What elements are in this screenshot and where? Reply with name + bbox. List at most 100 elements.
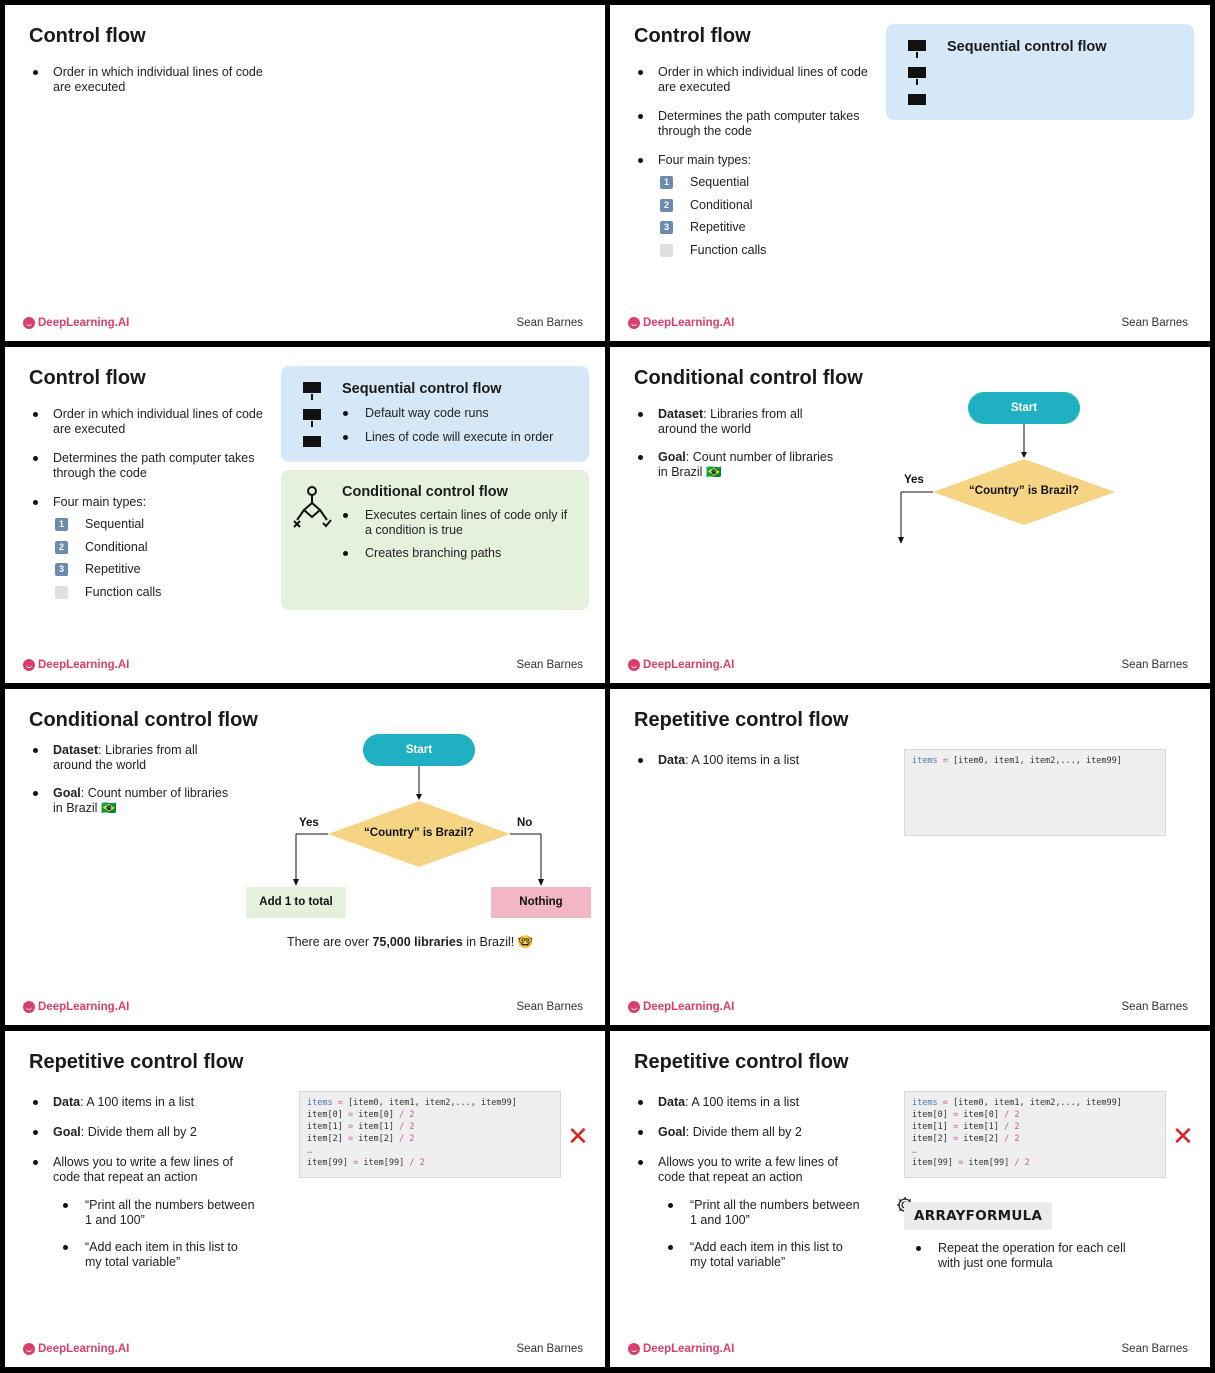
number-1-icon: 1: [660, 176, 673, 189]
slide-3: Control flow Order in which individual l…: [5, 347, 605, 683]
sequential-panel: Sequential control flow: [886, 24, 1194, 120]
slide-title: Repetitive control flow: [634, 709, 849, 731]
logo-icon: [628, 659, 640, 671]
brazil-flag-icon: 🇧🇷: [705, 465, 722, 479]
bullet-path: Determines the path computer takes throu…: [29, 451, 269, 481]
brand-logo: DeepLearning.AI: [628, 1001, 734, 1013]
number-2-icon: 2: [660, 199, 673, 212]
decision-label: “Country” is Brazil?: [969, 485, 1079, 497]
sub-add-items: “Add each item in this list to my total …: [55, 1240, 255, 1270]
add-to-total-box: Add 1 to total: [246, 887, 346, 918]
x-mark-icon: ✕: [567, 1121, 589, 1151]
decision-label: “Country” is Brazil?: [364, 827, 474, 839]
slide-5: Conditional control flow Dataset: Librar…: [5, 689, 605, 1025]
bullet-dataset: Dataset: Libraries from all around the w…: [29, 743, 229, 773]
seq-point-1: Default way code runs: [335, 406, 585, 421]
bullet-order: Order in which individual lines of code …: [29, 65, 269, 95]
bullet-path: Determines the path computer takes throu…: [634, 109, 874, 139]
brand-logo: DeepLearning.AI: [23, 317, 129, 329]
yes-label: Yes: [904, 474, 924, 486]
sub-add-items: “Add each item in this list to my total …: [660, 1240, 860, 1270]
yes-label: Yes: [299, 817, 319, 829]
author: Sean Barnes: [516, 1343, 584, 1355]
brand-logo: DeepLearning.AI: [23, 1001, 129, 1013]
slide-title: Conditional control flow: [634, 367, 863, 389]
bullet-types: Four main types:: [29, 495, 269, 510]
bullet-goal: Goal: Divide them all by 2: [29, 1125, 249, 1140]
number-3-icon: 3: [55, 563, 68, 576]
panel-title: Sequential control flow: [342, 381, 502, 397]
slide-4: Conditional control flow Dataset: Librar…: [610, 347, 1210, 683]
blank-box-icon: [660, 244, 673, 257]
author: Sean Barnes: [1121, 659, 1189, 671]
slide-2: Control flow Order in which individual l…: [610, 5, 1210, 341]
slide-title: Control flow: [29, 367, 146, 389]
branch-icon: [293, 486, 332, 528]
slide-8: Repetitive control flow Data: A 100 item…: [610, 1031, 1210, 1367]
bullet-goal: Goal: Count number of libraries in Brazi…: [634, 450, 834, 480]
bullet-repeat: Allows you to write a few lines of code …: [29, 1155, 254, 1185]
bullet-goal: Goal: Divide them all by 2: [634, 1125, 854, 1140]
bullet-data: Data: A 100 items in a list: [29, 1095, 249, 1110]
brand-logo: DeepLearning.AI: [628, 317, 734, 329]
number-3-icon: 3: [660, 221, 673, 234]
author: Sean Barnes: [1121, 317, 1189, 329]
cond-point-2: Creates branching paths: [335, 546, 575, 561]
sequential-panel: Sequential control flow Default way code…: [281, 366, 589, 462]
slide-7: Repetitive control flow Data: A 100 item…: [5, 1031, 605, 1367]
code-block: items = [item0, item1, item2,..., item99…: [299, 1091, 561, 1178]
slide-title: Control flow: [634, 25, 751, 47]
number-1-icon: 1: [55, 518, 68, 531]
type-function-calls: Function calls: [660, 243, 766, 258]
logo-icon: [628, 1343, 640, 1355]
slide-title: Repetitive control flow: [29, 1051, 244, 1073]
flowchart-lines: [898, 424, 1115, 544]
logo-icon: [628, 1001, 640, 1013]
result-text: There are over 75,000 libraries in Brazi…: [287, 935, 534, 949]
brand-logo: DeepLearning.AI: [628, 659, 734, 671]
brand-logo: DeepLearning.AI: [23, 1343, 129, 1355]
panel-title: Sequential control flow: [947, 39, 1107, 55]
x-mark-icon: ✕: [1172, 1121, 1194, 1151]
bullet-goal: Goal: Count number of libraries in Brazi…: [29, 786, 229, 816]
blank-box-icon: [55, 586, 68, 599]
bullet-data: Data: A 100 items in a list: [634, 753, 854, 768]
code-block: items = [item0, item1, item2,..., item99…: [904, 1091, 1166, 1178]
author: Sean Barnes: [516, 659, 584, 671]
logo-icon: [23, 317, 35, 329]
author: Sean Barnes: [516, 1001, 584, 1013]
no-label: No: [517, 817, 533, 829]
seq-point-2: Lines of code will execute in order: [335, 430, 585, 445]
nothing-box: Nothing: [491, 887, 591, 918]
bullet-dataset: Dataset: Libraries from all around the w…: [634, 407, 834, 437]
brand-logo: DeepLearning.AI: [628, 1343, 734, 1355]
brazil-flag-icon: 🇧🇷: [100, 801, 117, 815]
slide-title: Control flow: [29, 25, 146, 47]
author: Sean Barnes: [516, 317, 584, 329]
logo-icon: [628, 317, 640, 329]
nerd-emoji-icon: 🤓: [517, 935, 534, 949]
code-block: items = [item0, item1, item2,..., item99…: [904, 749, 1166, 836]
bullet-repeat: Allows you to write a few lines of code …: [634, 1155, 859, 1185]
flowchart-lines: [293, 766, 544, 886]
type-function-calls: Function calls: [55, 585, 161, 600]
logo-icon: [23, 659, 35, 671]
number-2-icon: 2: [55, 541, 68, 554]
bullet-types: Four main types:: [634, 153, 874, 168]
conditional-panel: Conditional control flow Executes certai…: [281, 470, 589, 610]
bullet-order: Order in which individual lines of code …: [29, 407, 269, 437]
slide-1: Control flow Order in which individual l…: [5, 5, 605, 341]
sub-print-numbers: “Print all the numbers between 1 and 100…: [55, 1198, 255, 1228]
bullet-order: Order in which individual lines of code …: [634, 65, 874, 95]
slide-title: Conditional control flow: [29, 709, 258, 731]
flow-start: Start: [363, 734, 475, 766]
logo-icon: [23, 1343, 35, 1355]
logo-icon: [23, 1001, 35, 1013]
cond-point-1: Executes certain lines of code only if a…: [335, 508, 575, 538]
